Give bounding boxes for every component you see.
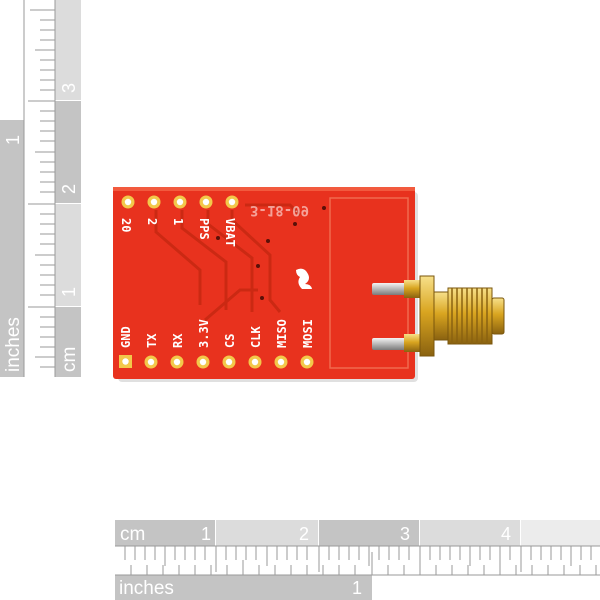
top-pin-label: 20 [119, 218, 133, 232]
board-date-code: 3-18-09 [250, 202, 309, 218]
bottom-pin-label: TX [145, 333, 159, 348]
left-ruler-cm-1: 1 [59, 287, 79, 297]
bottom-pin-label: 3.3V [197, 319, 211, 348]
bottom-ruler-inch-1: 1 [352, 578, 362, 598]
left-ruler-cm-unit: cm [59, 347, 80, 372]
bottom-ruler: cm 1 2 3 4 inches 1 [115, 520, 600, 600]
pcb-traces [154, 203, 302, 322]
left-ruler-inch-1: 1 [3, 135, 23, 145]
left-ruler-ticks [23, 0, 56, 377]
bottom-pin-label: MOSI [301, 319, 315, 348]
top-pin-label: VBAT [223, 218, 237, 247]
top-pin-label: PPS [197, 218, 211, 240]
bottom-ruler-cm-unit: cm [120, 524, 145, 545]
left-ruler: cm 1 2 3 inches 1 [0, 0, 81, 377]
top-pin-label: 2 [145, 218, 159, 225]
sma-antenna-connector [372, 275, 505, 357]
bottom-pin-label: CLK [249, 326, 263, 348]
logo-flame [296, 268, 312, 289]
bottom-ruler-cm-1: 1 [201, 524, 211, 544]
bottom-ruler-cm-3: 3 [400, 524, 410, 544]
top-header-pads [121, 195, 239, 209]
left-ruler-inches-unit: inches [3, 317, 24, 372]
bottom-ruler-inches-unit: inches [119, 578, 174, 599]
left-ruler-cm-2: 2 [59, 184, 79, 194]
gps-breakout-board: 3-18-09 20 2 1 PPS VBAT GND TX RX [113, 187, 418, 382]
pcb-vias [216, 206, 326, 300]
bottom-header-pads [119, 355, 314, 369]
bottom-pin-label: RX [171, 333, 185, 348]
bottom-ruler-cm-2: 2 [299, 524, 309, 544]
top-pin-label: 1 [171, 218, 185, 225]
bottom-pin-label: MISO [275, 319, 289, 348]
left-ruler-cm-3: 3 [59, 83, 79, 93]
bottom-ruler-cm-4: 4 [501, 524, 511, 544]
bottom-ruler-ticks [115, 545, 600, 576]
bottom-pin-label: CS [223, 334, 237, 348]
bottom-pin-label: GND [119, 326, 133, 348]
